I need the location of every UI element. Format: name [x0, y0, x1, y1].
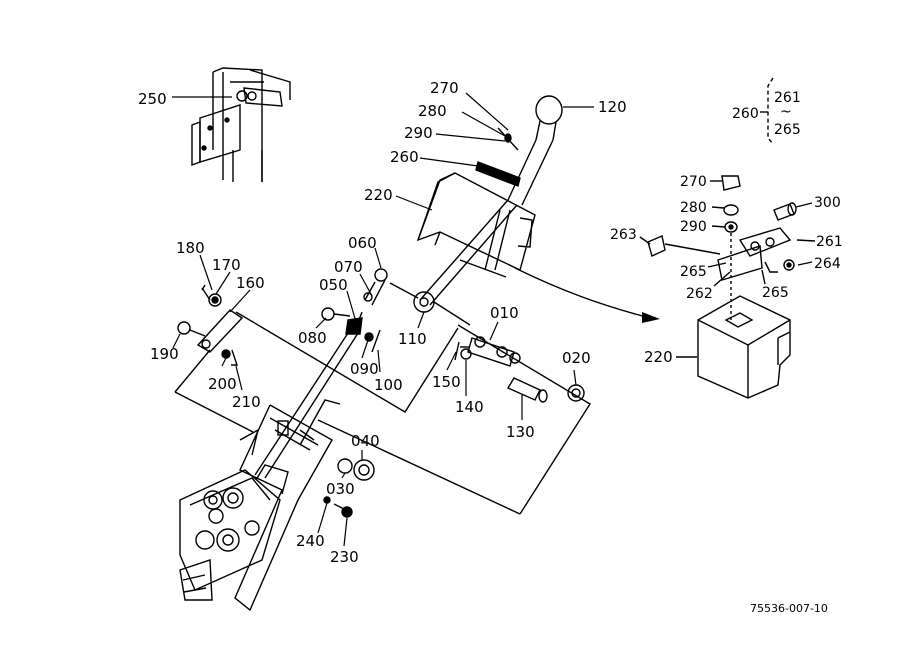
- detail-arrow-head: [642, 312, 660, 323]
- label-250: 250: [138, 90, 167, 108]
- reference-code: 75536-007-10: [750, 602, 828, 615]
- label-200: 200: [208, 375, 237, 393]
- label-220: 220: [364, 186, 393, 204]
- lever-assembly: [416, 95, 563, 306]
- label-170: 170: [212, 256, 241, 274]
- label-detail-265a: 265: [680, 264, 707, 280]
- label-040: 040: [351, 432, 380, 450]
- detail-arrow: [514, 267, 651, 319]
- bracket-assembly: [191, 67, 291, 182]
- label-detail-261: 261: [816, 234, 843, 250]
- label-110: 110: [398, 330, 427, 348]
- label-detail-220: 220: [644, 348, 673, 366]
- label-detail-264: 264: [814, 256, 841, 272]
- label-group-261: 261: [774, 90, 801, 106]
- label-060: 060: [348, 234, 377, 252]
- label-detail-300: 300: [814, 195, 841, 211]
- label-140: 140: [455, 398, 484, 416]
- label-group-tilde: ~: [780, 104, 792, 120]
- linkage-assembly: [174, 268, 591, 518]
- label-group-265: 265: [774, 122, 801, 138]
- label-280: 280: [418, 102, 447, 120]
- part-labels: 250 270 280 290 120 260 220 180 170 160 …: [138, 79, 843, 566]
- label-190: 190: [150, 345, 179, 363]
- detail-view: [639, 77, 816, 399]
- label-180: 180: [176, 239, 205, 257]
- label-160: 160: [236, 274, 265, 292]
- label-020: 020: [562, 349, 591, 367]
- label-090: 090: [350, 360, 379, 378]
- label-detail-280: 280: [680, 200, 707, 216]
- label-010: 010: [490, 304, 519, 322]
- label-150: 150: [432, 373, 461, 391]
- label-detail-262: 262: [686, 286, 713, 302]
- label-detail-265b: 265: [762, 285, 789, 301]
- label-detail-263: 263: [610, 227, 637, 243]
- label-130: 130: [506, 423, 535, 441]
- label-030: 030: [326, 480, 355, 498]
- label-260: 260: [390, 148, 419, 166]
- label-240: 240: [296, 532, 325, 550]
- label-050: 050: [319, 276, 348, 294]
- label-210: 210: [232, 393, 261, 411]
- label-070: 070: [334, 258, 363, 276]
- label-100: 100: [374, 376, 403, 394]
- label-290: 290: [404, 124, 433, 142]
- control-valve: [179, 404, 333, 612]
- label-230: 230: [330, 548, 359, 566]
- label-detail-290: 290: [680, 219, 707, 235]
- label-group-260: 260: [732, 106, 759, 122]
- label-detail-270: 270: [680, 174, 707, 190]
- label-120: 120: [598, 98, 627, 116]
- label-270: 270: [430, 79, 459, 97]
- label-080: 080: [298, 329, 327, 347]
